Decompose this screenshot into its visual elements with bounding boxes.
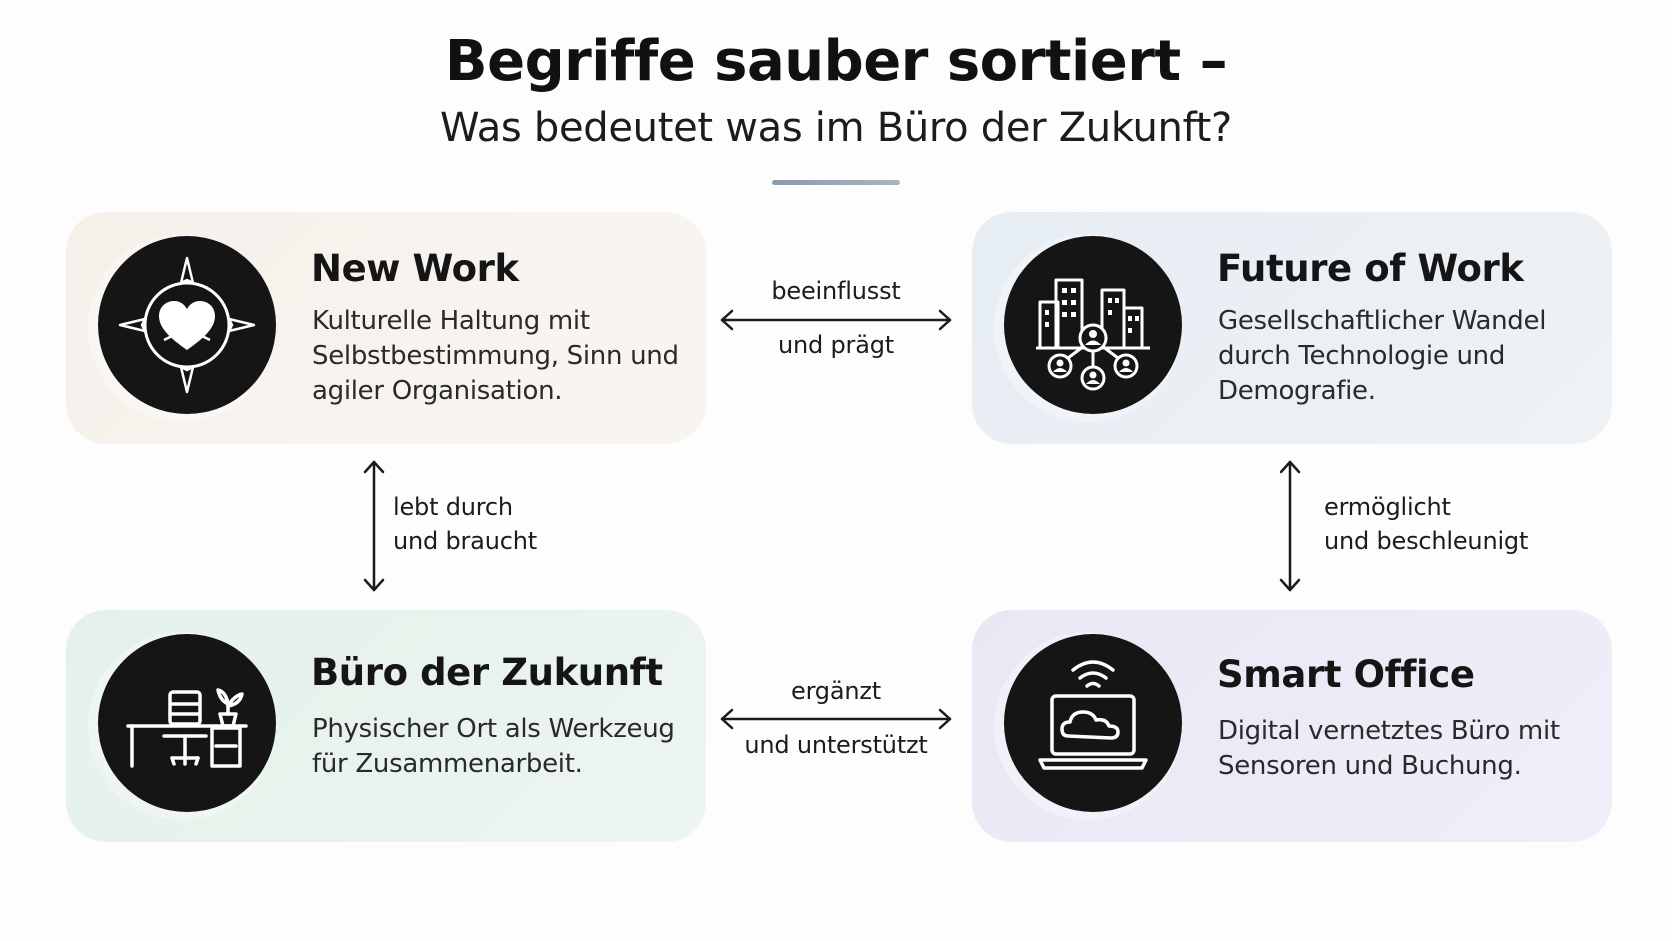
double-arrow-vertical-right [1279,460,1301,592]
relation-label-right-line2: und beschleunigt [1324,527,1529,555]
double-arrow-vertical-left [363,460,385,592]
relation-label-top-line2: und prägt [778,331,894,359]
title-divider [772,180,900,185]
card-buero-der-zukunft: Büro der Zukunft Physischer Ort als Werk… [66,610,706,842]
relation-label-bottom-line1: ergänzt [791,677,881,705]
double-arrow-horizontal-bottom [720,708,952,730]
desk-chair-plant-icon [98,634,276,812]
card-title: New Work [311,247,519,290]
compass-heart-icon [98,236,276,414]
card-title: Büro der Zukunft [311,651,663,694]
city-network-icon [1004,236,1182,414]
card-future-of-work: Future of Work Gesellschaftlicher Wandel… [972,212,1612,444]
card-new-work: New Work Kulturelle Haltung mit Selbstbe… [66,212,706,444]
relation-label-top-line1: beeinflusst [771,277,901,305]
card-description: Gesellschaftlicher Wandel durch Technolo… [1218,306,1547,406]
card-smart-office: Smart Office Digital vernetztes Büro mit… [972,610,1612,842]
card-description: Digital vernetztes Büro mit Sensoren und… [1218,716,1560,781]
page-title: Begriffe sauber sortiert – [444,29,1228,94]
relation-label-left-line1: lebt durch [393,493,513,521]
double-arrow-horizontal-top [720,309,952,331]
page-subtitle: Was bedeutet was im Büro der Zukunft? [440,105,1232,151]
card-title: Smart Office [1217,653,1475,696]
card-description: Kulturelle Haltung mit Selbstbestimmung,… [312,306,679,406]
header: Begriffe sauber sortiert – Was bedeutet … [0,24,1672,154]
relation-label-bottom-line2: und unterstützt [744,731,928,759]
card-description: Physischer Ort als Werkzeug für Zusammen… [312,714,675,779]
laptop-cloud-wifi-icon [1004,634,1182,812]
relation-label-left-line2: und braucht [393,527,537,555]
card-title: Future of Work [1217,247,1524,290]
relation-label-right-line1: ermöglicht [1324,493,1451,521]
